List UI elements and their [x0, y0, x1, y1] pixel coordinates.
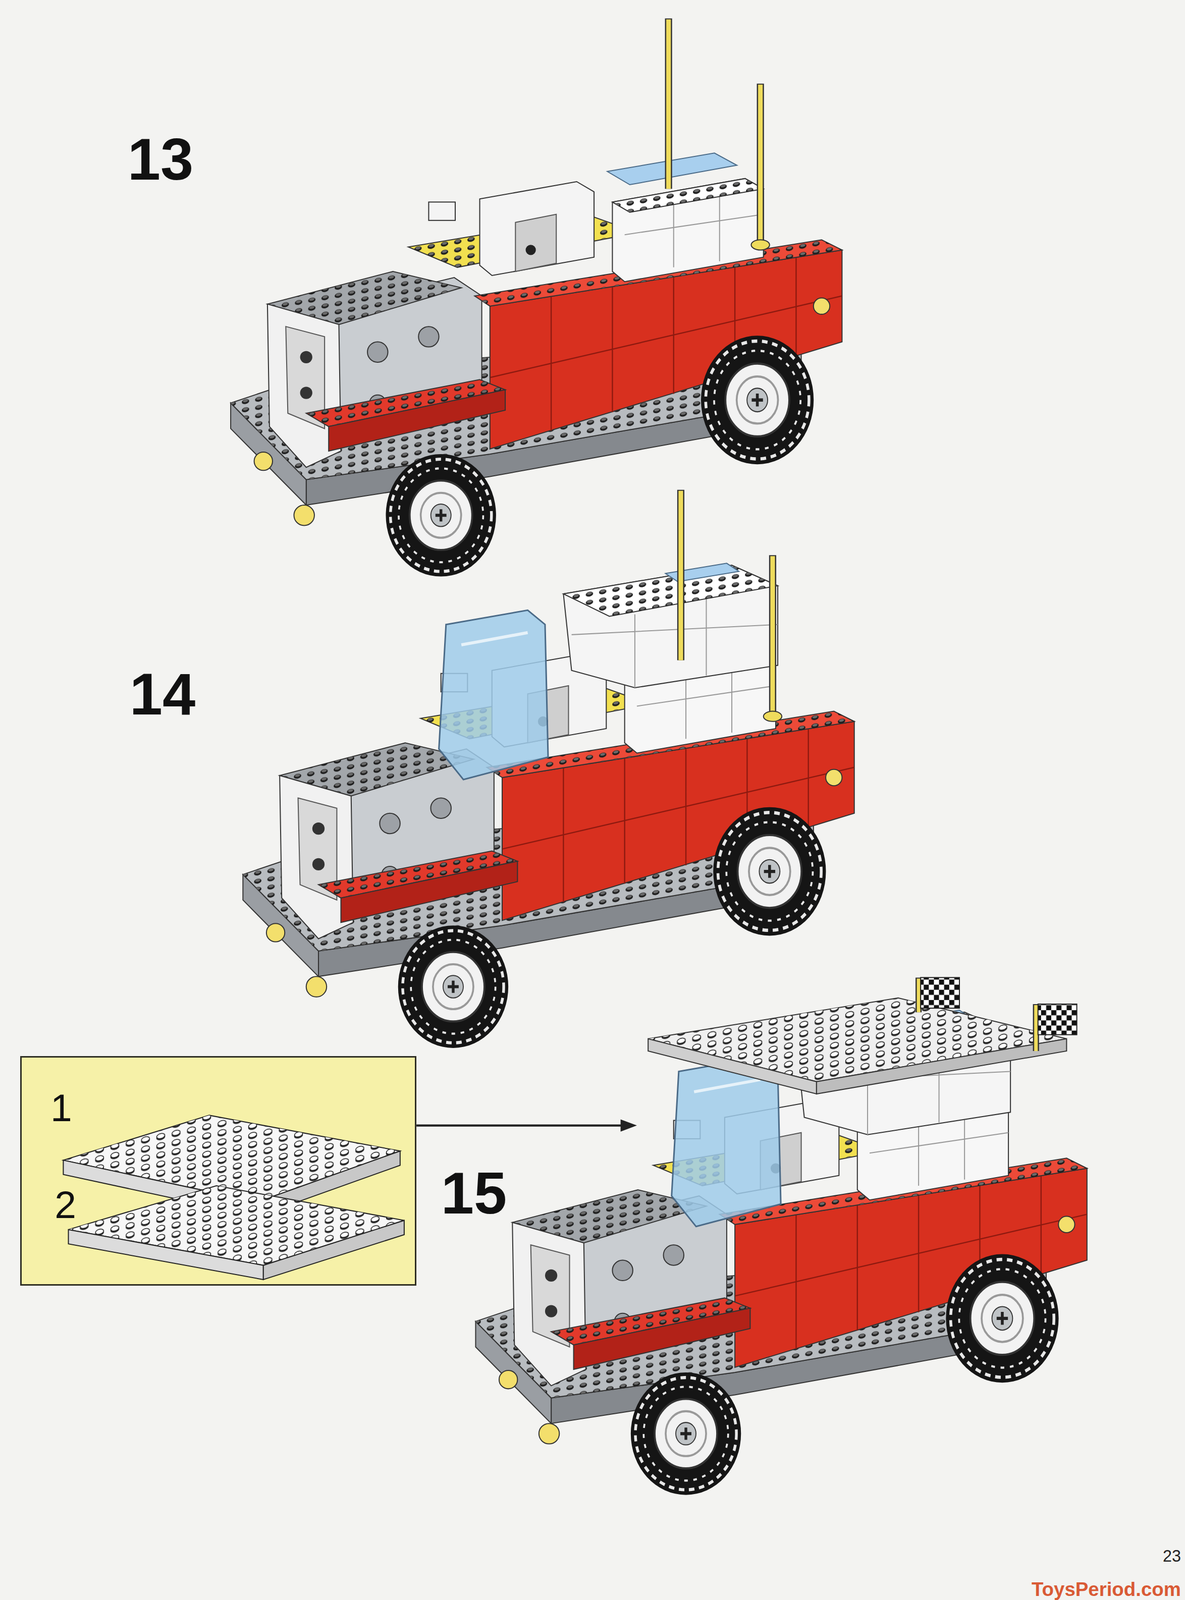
- step-number: 13: [127, 129, 194, 189]
- watermark: ToysPeriod.com: [1031, 1580, 1181, 1600]
- lego-piece: [263, 1220, 405, 1280]
- arrowhead: [620, 1119, 637, 1132]
- sub-step-number: 2: [54, 1185, 77, 1225]
- lego-piece: [439, 610, 549, 780]
- parts-inset: 12: [20, 1056, 417, 1286]
- step-number: 14: [129, 664, 196, 724]
- sub-step-number: 1: [50, 1088, 73, 1128]
- lego-piece: [242, 711, 854, 1049]
- lego-piece: [648, 998, 1067, 1083]
- lego-piece: [475, 1158, 1087, 1495]
- lego-piece: [230, 239, 842, 577]
- pointer-arrow: [416, 1124, 625, 1127]
- step-14-model: [242, 490, 854, 1049]
- lego-piece: [68, 1229, 264, 1280]
- step-number: 15: [441, 1163, 507, 1223]
- lego-piece: [917, 978, 921, 1013]
- checkered-flag: [1038, 1004, 1077, 1036]
- step-15-model: [475, 977, 1087, 1495]
- lego-piece: [816, 1039, 1067, 1095]
- step-13-model: [230, 18, 842, 577]
- lego-piece: [20, 1056, 417, 1286]
- page-number: 23: [1162, 1548, 1181, 1565]
- lego-piece: [671, 1057, 781, 1227]
- lego-piece: [408, 178, 764, 282]
- checkered-flag: [920, 977, 960, 1009]
- lego-piece: [648, 998, 1067, 1083]
- lego-piece: [648, 1039, 817, 1095]
- lego-piece: [1034, 1005, 1038, 1052]
- lego-piece: [680, 490, 782, 722]
- lego-piece: [668, 18, 770, 250]
- lego-piece: [563, 563, 778, 688]
